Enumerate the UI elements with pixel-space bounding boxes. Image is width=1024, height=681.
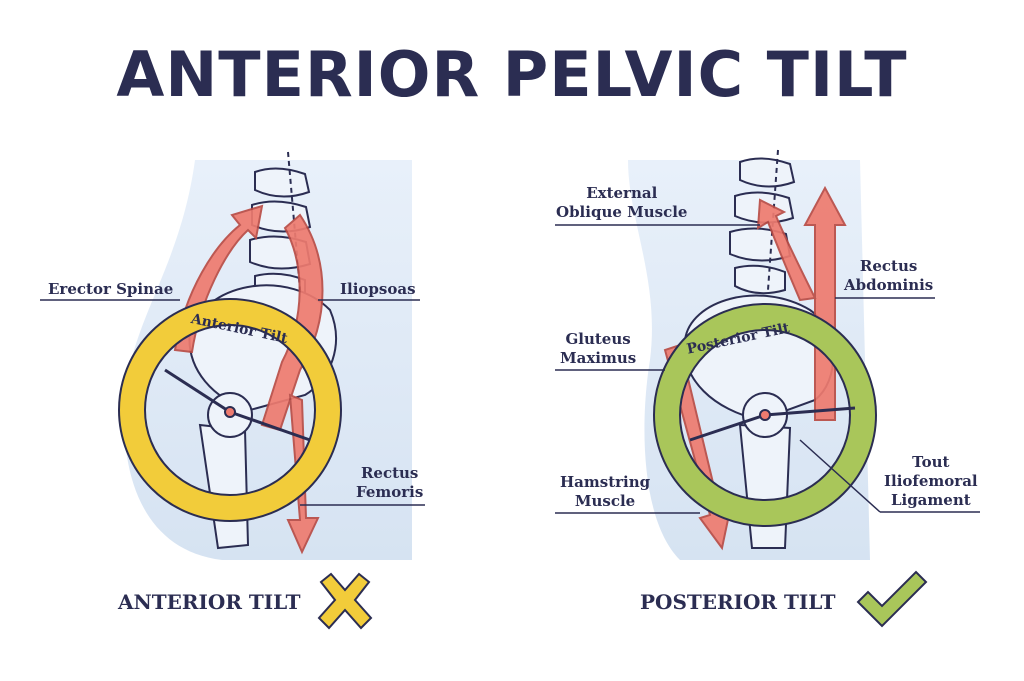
external-oblique-line-1: External: [586, 184, 658, 202]
hamstring-muscle-label: Hamstring Muscle: [560, 473, 650, 511]
gluteus-line-1: Gluteus: [565, 330, 631, 348]
external-oblique-line-2: Oblique Muscle: [556, 203, 688, 221]
posterior-tilt-diagram: [555, 149, 980, 628]
rectus-femoris-line-2: Femoris: [356, 483, 424, 501]
cross-icon: [317, 572, 373, 630]
gluteus-line-2: Maximus: [560, 349, 637, 367]
check-icon: [856, 570, 928, 628]
anterior-tilt-caption: ANTERIOR TILT: [118, 590, 301, 614]
iliofemoral-ligament-label: Tout Iliofemoral Ligament: [884, 453, 978, 510]
right-tilt-ring: [653, 303, 877, 527]
rectus-abdominis-line-1: Rectus: [859, 257, 918, 275]
iliopsoas-label: Iliopsoas: [340, 280, 416, 298]
rectus-abdominis-label: Rectus Abdominis: [844, 257, 933, 295]
erector-spinae-label: Erector Spinae: [48, 280, 174, 298]
right-leader-lines: [555, 224, 980, 514]
left-leader-lines: [40, 299, 425, 506]
gluteus-maximus-label: Gluteus Maximus: [560, 330, 636, 368]
page-title: ANTERIOR PELVIC TILT: [116, 38, 908, 111]
left-tilt-ring: [118, 298, 342, 522]
posterior-tilt-caption: POSTERIOR TILT: [640, 590, 836, 614]
ligament-line-3: Ligament: [890, 491, 971, 509]
ligament-line-2: Iliofemoral: [884, 472, 978, 490]
rectus-femoris-line-1: Rectus: [360, 464, 419, 482]
hamstring-line-2: Muscle: [574, 492, 636, 510]
rectus-femoris-label: Rectus Femoris: [356, 464, 423, 502]
hamstring-line-1: Hamstring: [560, 473, 651, 491]
external-oblique-label: External Oblique Muscle: [556, 184, 687, 222]
rectus-abdominis-line-2: Abdominis: [844, 276, 934, 294]
ligament-line-1: Tout: [912, 453, 950, 471]
anterior-tilt-diagram: [40, 151, 425, 630]
